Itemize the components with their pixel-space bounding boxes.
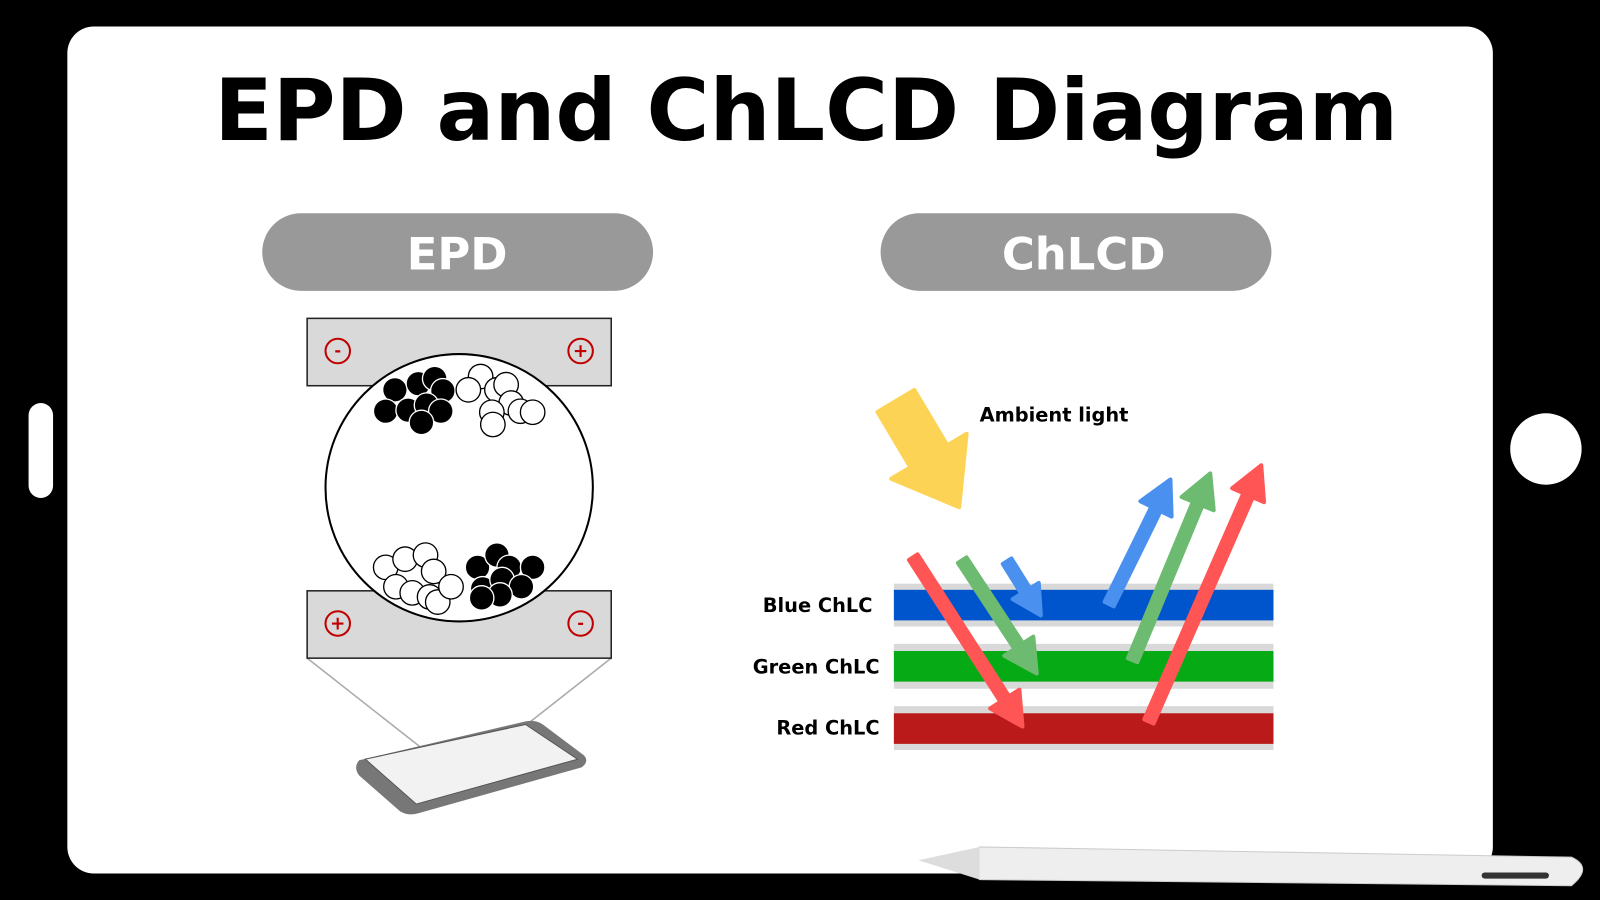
white-particle	[438, 573, 464, 600]
ambient-light-label: Ambient light	[980, 403, 1129, 426]
sign-text: +	[573, 341, 588, 362]
layer-label: Green ChLC	[753, 655, 880, 678]
blue-incident-arrow-icon	[1000, 556, 1043, 618]
black-particle	[408, 409, 435, 436]
top-electrode	[306, 317, 612, 387]
white-particle	[455, 376, 482, 403]
green-incident-arrow-icon	[955, 555, 1039, 676]
white-particle	[420, 558, 447, 585]
epd-label: EPD	[407, 227, 508, 280]
tablet-camera	[1510, 413, 1582, 485]
black-particle	[468, 585, 495, 611]
tablet-side-button	[28, 403, 54, 498]
page-title: EPD and ChLCD Diagram	[214, 61, 1398, 161]
white-particle	[519, 399, 546, 426]
chlcd-diagram: Ambient light Blue ChLC Green ChLC Red C…	[753, 388, 1274, 750]
green-reflected-arrow-icon	[1125, 471, 1216, 665]
red-incident-arrow-icon	[906, 552, 1025, 729]
layer-green: Green ChLC	[753, 643, 1274, 689]
blue-reflected-arrow-icon	[1102, 477, 1174, 609]
layer-red: Red ChLC	[776, 706, 1274, 750]
plus-sign-icon: +	[324, 610, 352, 637]
ambient-light-arrow-icon	[875, 388, 969, 510]
particles	[372, 363, 546, 615]
black-particle	[427, 398, 454, 425]
minus-sign-icon: -	[567, 610, 594, 637]
sign-text: -	[334, 341, 341, 360]
plus-sign-icon: +	[567, 337, 594, 365]
smartphone-icon	[356, 720, 587, 815]
black-particle	[519, 554, 546, 581]
layer-label: Blue ChLC	[763, 594, 873, 617]
minus-sign-icon: -	[324, 337, 352, 365]
layer-label: Red ChLC	[776, 717, 879, 740]
epd-pill	[262, 213, 654, 291]
chlcd-pill	[880, 213, 1272, 291]
white-particle	[479, 411, 506, 438]
sign-text: -	[577, 614, 584, 633]
epd-diagram: - + + -	[306, 317, 612, 815]
black-particle	[372, 398, 399, 425]
stylus-pencil	[918, 846, 1584, 887]
red-passing-arrow-icon	[1142, 463, 1267, 726]
sign-text: +	[330, 614, 345, 635]
chlcd-label: ChLCD	[1002, 227, 1166, 280]
